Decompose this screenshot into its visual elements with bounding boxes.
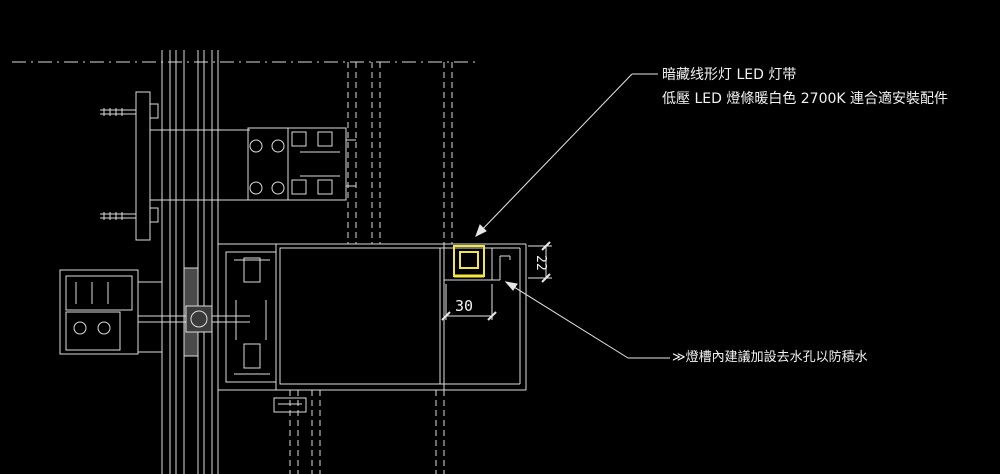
lower-bracket — [273, 397, 307, 413]
annotation-led-strip-title: 暗藏线形灯 LED 灯带 — [662, 67, 797, 83]
dimension-height-label: 22 — [533, 255, 548, 271]
leader-lines — [475, 73, 670, 359]
transom-profile — [217, 243, 445, 391]
dimension-height — [528, 241, 552, 283]
mullion-lines — [161, 50, 219, 474]
leader-drain — [505, 281, 629, 359]
outer-clamp — [59, 267, 250, 357]
bracket-assembly — [247, 127, 356, 201]
leader-led — [475, 73, 633, 237]
annotation-drain-hole: ≫燈槽內建議加設去水孔以防積水 — [672, 350, 868, 365]
led-strip — [453, 245, 485, 278]
dimension-width — [441, 284, 497, 321]
hidden-lines — [289, 62, 453, 474]
screw-lower — [100, 207, 159, 223]
annotation-led-strip-spec: 低壓 LED 燈條暖白色 2700K 連合適安裝配件 — [662, 91, 949, 107]
dimension-width-label: 30 — [455, 297, 474, 315]
led-channel — [440, 243, 527, 391]
anchor-plate — [135, 91, 151, 241]
screw-upper — [100, 103, 159, 119]
